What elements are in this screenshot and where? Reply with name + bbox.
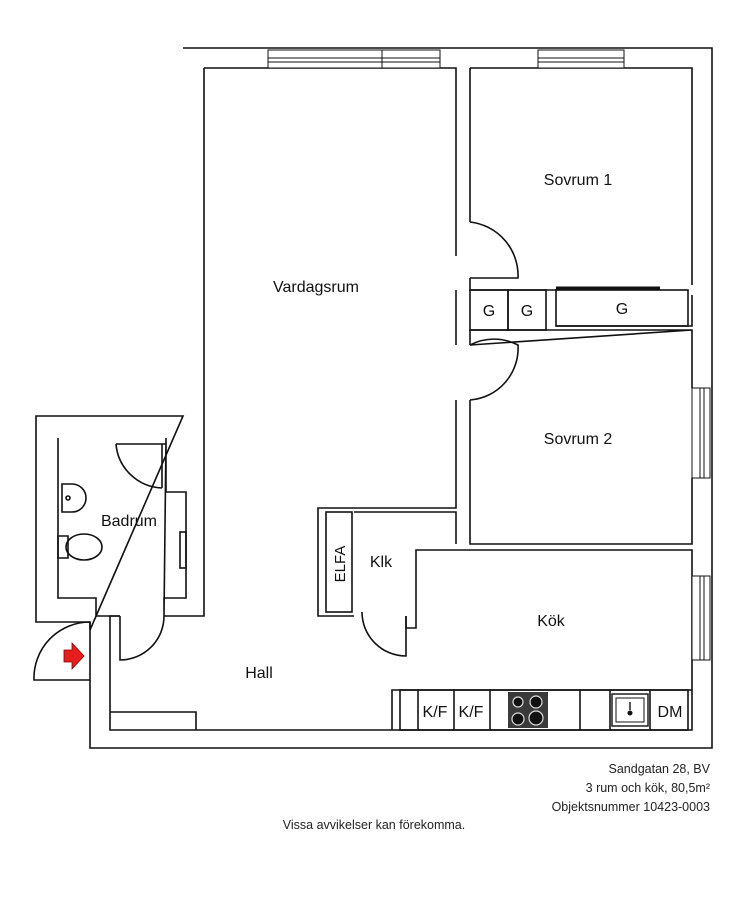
property-address: Sandgatan 28, BV	[608, 762, 710, 776]
bedroom-1-wall	[469, 67, 693, 327]
room-label-hall: Hall	[245, 665, 273, 682]
kitchen-sink	[611, 693, 649, 727]
bedroom-2-wall	[469, 329, 693, 545]
dishwasher-label: DM	[658, 704, 683, 721]
inner-wall-outline	[204, 67, 693, 690]
stove-burner	[529, 695, 543, 709]
door-bedroom-1	[469, 221, 519, 279]
room-label-badrum: Badrum	[101, 513, 157, 530]
door-klk	[361, 611, 407, 657]
fridge-freezer-label-2: K/F	[459, 704, 484, 721]
wardrobe-label-3: G	[616, 301, 628, 318]
hall-left-wall	[109, 68, 693, 731]
room-label-kok: Kök	[537, 613, 566, 630]
wardrobe-box-2	[507, 289, 547, 331]
wardrobe-label-1: G	[483, 303, 495, 320]
property-size: 3 rum och kök, 80,5m²	[585, 781, 710, 795]
room-label-sovrum-1: Sovrum 1	[544, 172, 613, 189]
shower	[115, 443, 163, 489]
window-bedroom-1-top	[537, 49, 625, 69]
toilet	[57, 535, 69, 559]
room-label-sovrum-2: Sovrum 2	[544, 431, 613, 448]
entry-arrow-icon	[63, 641, 85, 671]
floor-plan: Vardagsrum Sovrum 1 Sovrum 2 Badrum Klk …	[33, 47, 713, 749]
stove-burner	[512, 696, 524, 708]
window-bedroom-2-right	[691, 387, 711, 479]
room-label-vardagsrum: Vardagsrum	[273, 279, 359, 296]
stove-burner	[528, 710, 544, 726]
elfa-closet	[325, 511, 353, 613]
elfa-label: ELFA	[332, 546, 349, 583]
wardrobe-label-2: G	[521, 303, 533, 320]
door-bedroom-2	[469, 338, 519, 401]
door-bathroom	[119, 615, 165, 661]
disclaimer: Vissa avvikelser kan förekomma.	[282, 818, 466, 832]
window-kitchen-right	[691, 575, 711, 661]
fridge-freezer-label-1: K/F	[423, 704, 448, 721]
door-entry	[33, 621, 91, 681]
property-object-number: Objektsnummer 10423-0003	[551, 800, 710, 814]
room-label-klk: Klk	[370, 554, 393, 571]
bathroom-sink	[61, 483, 87, 513]
kitchen-counter	[399, 689, 689, 731]
stove-burner	[511, 712, 525, 726]
property-info: Sandgatan 28, BV 3 rum och kök, 80,5m² O…	[552, 760, 710, 817]
wardrobe-box-3	[555, 289, 689, 327]
window-living-top	[267, 49, 441, 69]
